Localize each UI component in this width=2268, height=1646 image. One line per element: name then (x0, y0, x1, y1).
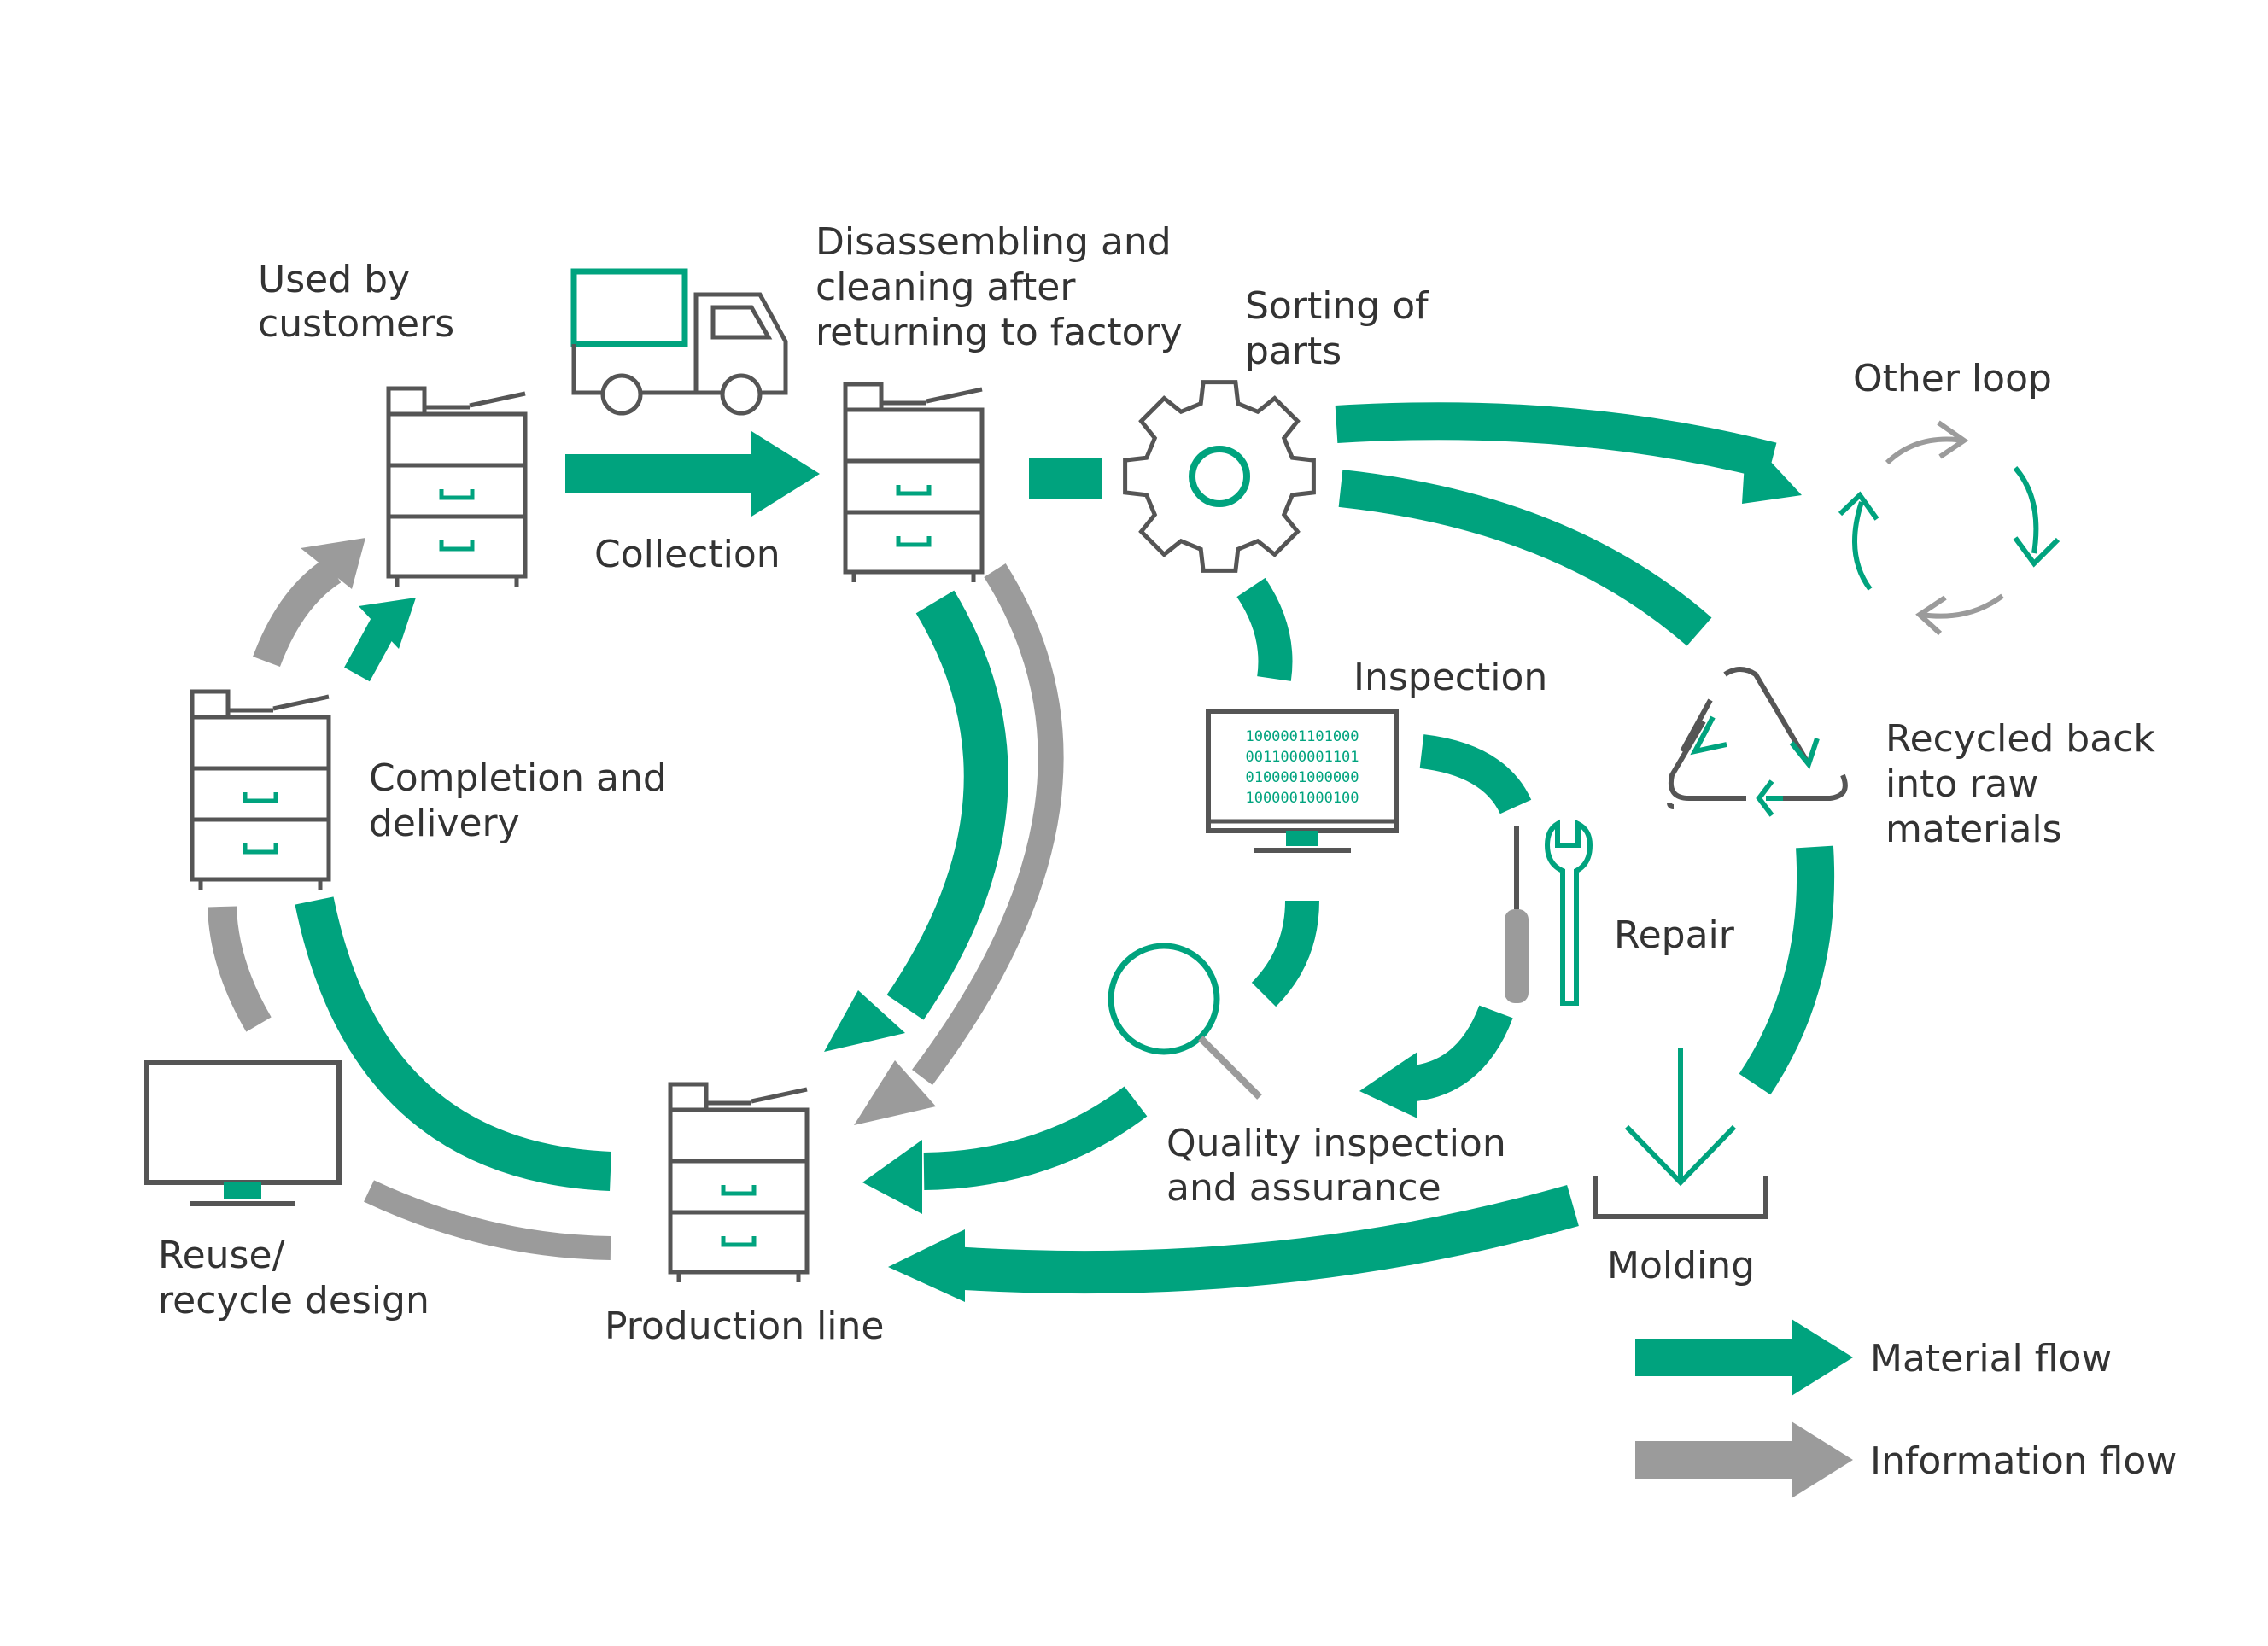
arrow-to-other-loop-shaft (1335, 402, 1777, 480)
label-quality-line-1: Quality inspection (1166, 1122, 1506, 1165)
arrow-molding-to-production-head (888, 1229, 965, 1302)
legend-information-arrow (1635, 1421, 1853, 1498)
arrow-reuse-to-completion (208, 906, 272, 1032)
magnifier-icon (1108, 943, 1262, 1100)
arrow-factory-info-head (854, 1060, 936, 1125)
label-reuse-line-2: recycle design (158, 1279, 430, 1322)
label-sorting-line-1: Sorting of (1245, 284, 1429, 328)
legend-material-arrow (1635, 1319, 1853, 1396)
label-disassembling-line-3: returning to factory (815, 311, 1183, 354)
legend: Material flow Information flow (1635, 1319, 2177, 1498)
legend-information-label: Information flow (1870, 1439, 2177, 1483)
label-molding: Molding (1607, 1244, 1755, 1287)
label-recycled-line-3: materials (1885, 808, 2062, 851)
label-reuse-line-1: Reuse/ (158, 1234, 285, 1277)
label-used-by-customers-line-1: Used by (258, 258, 410, 301)
factory-copier-icon (845, 384, 982, 582)
arrow-production-to-completion (295, 896, 611, 1191)
label-quality-inspection: Quality inspection and assurance (1166, 1122, 1518, 1210)
customer-copier-icon (389, 388, 525, 587)
label-completion-line-1: Completion and (369, 756, 667, 800)
label-used-by-customers-line-2: customers (258, 302, 454, 346)
arrow-quality-to-production-head (862, 1140, 922, 1214)
label-sorting-of-parts: Sorting of parts (1245, 284, 1441, 373)
label-reuse: Reuse/ recycle design (158, 1234, 430, 1322)
computer-icon: 1000001101000 0011000001101 010000100000… (1206, 709, 1399, 853)
arrow-production-to-reuse (364, 1180, 611, 1260)
flow-arrows (208, 402, 1835, 1302)
loop-arrows-icon (1838, 420, 2060, 636)
gear-icon (1123, 380, 1316, 573)
arrow-recycled-to-molding (1739, 845, 1835, 1095)
label-sorting-line-2: parts (1245, 330, 1342, 373)
label-collection: Collection (594, 533, 780, 576)
arrow-completion-info-shaft (253, 557, 342, 668)
label-used-by-customers: Used by customers (258, 258, 454, 346)
arrow-factory-to-production-shaft (886, 590, 1008, 1020)
label-recycled-line-2: into raw (1885, 762, 2038, 806)
arrow-inspection-to-repair (1419, 734, 1532, 815)
arrow-quality-to-production-shaft (923, 1086, 1148, 1190)
arrow-completion-info-head (301, 538, 365, 589)
inspection-screen-code-4: 1000001000100 (1245, 790, 1359, 807)
legend-material-label: Material flow (1870, 1337, 2112, 1380)
recycle-icon (1667, 667, 1848, 817)
label-production-line: Production line (605, 1305, 885, 1348)
arrow-molding-to-production-shaft (950, 1184, 1579, 1294)
arrow-factory-to-production-head (824, 990, 905, 1052)
label-disassembling-line-1: Disassembling and (815, 220, 1172, 264)
arrow-factory-info-shaft (912, 563, 1064, 1086)
label-disassembling-line-2: cleaning after (815, 266, 1076, 309)
delivery-copier-icon (192, 692, 329, 890)
label-quality-line-2: and assurance (1166, 1166, 1441, 1210)
label-completion: Completion and delivery (369, 756, 679, 845)
label-completion-line-2: delivery (369, 802, 520, 845)
collection-arrow (565, 431, 820, 517)
inspection-screen-code-3: 0100001000000 (1245, 769, 1359, 786)
label-recycled-line-1: Recycled back (1885, 717, 2155, 761)
label-inspection: Inspection (1353, 656, 1547, 699)
molding-icon (1593, 1048, 1768, 1219)
screwdriver-wrench-icon (1505, 819, 1593, 1006)
arrow-to-recycled (1338, 470, 1712, 646)
label-other-loop: Other loop (1853, 357, 2052, 400)
label-recycled: Recycled back into raw materials (1885, 717, 2167, 851)
label-disassembling: Disassembling and cleaning after returni… (815, 220, 1184, 354)
arrow-completion-to-customers-head (359, 598, 416, 649)
inspection-screen-code-1: 1000001101000 (1245, 728, 1359, 745)
arrow-inspection-to-quality (1251, 900, 1319, 1007)
arrow-to-other-loop-head (1742, 435, 1802, 504)
label-repair: Repair (1614, 913, 1735, 957)
arrow-sorting-to-inspection (1236, 577, 1293, 681)
truck-icon (570, 268, 788, 416)
monitor-icon (144, 1060, 342, 1206)
inspection-screen-code-2: 0011000001101 (1245, 749, 1359, 766)
arrow-repair-to-quality-head (1359, 1052, 1418, 1118)
production-copier-icon (670, 1084, 807, 1282)
